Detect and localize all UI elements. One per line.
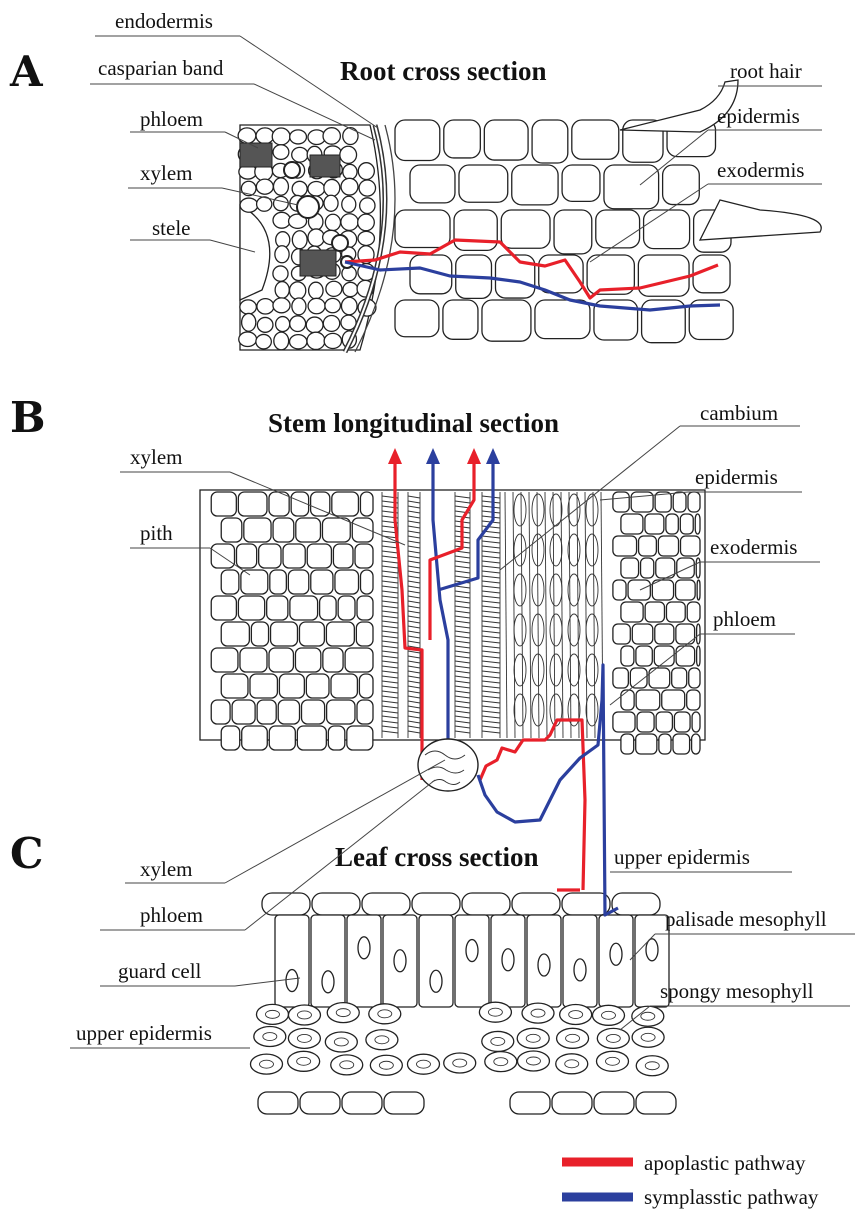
- panel-c-letter: C: [10, 829, 43, 878]
- label-phloem-b: phloem: [713, 607, 776, 631]
- label-xylem-c: xylem: [140, 857, 193, 881]
- panel-b-title: Stem longitudinal section: [268, 408, 559, 438]
- legend: apoplastic pathway symplasstic pathway: [562, 1151, 819, 1209]
- label-endodermis: endodermis: [115, 9, 213, 33]
- label-upper-epidermis-left: upper epidermis: [76, 1021, 212, 1045]
- label-spongy-mesophyll: spongy mesophyll: [660, 979, 814, 1003]
- label-epidermis-a: epidermis: [717, 104, 800, 128]
- panel-a-title: Root cross section: [340, 56, 546, 86]
- label-xylem-b: xylem: [130, 445, 183, 469]
- label-pith: pith: [140, 521, 173, 545]
- legend-symplastic-label: symplasstic pathway: [644, 1185, 819, 1209]
- label-phloem-c: phloem: [140, 903, 203, 927]
- stem-tissue: [200, 490, 705, 754]
- label-xylem-a: xylem: [140, 161, 193, 185]
- label-stele: stele: [152, 216, 190, 240]
- label-root-hair: root hair: [730, 59, 802, 83]
- label-upper-epidermis-right: upper epidermis: [614, 845, 750, 869]
- label-epidermis-b: epidermis: [695, 465, 778, 489]
- label-phloem-a: phloem: [140, 107, 203, 131]
- panel-c-title: Leaf cross section: [335, 842, 538, 872]
- leaf-tissue: [250, 739, 676, 1114]
- label-casparian-band: casparian band: [98, 56, 224, 80]
- label-exodermis-a: exodermis: [717, 158, 804, 182]
- label-guard-cell: guard cell: [118, 959, 202, 983]
- panel-b: B Stem longitudinal section xylem pith: [10, 393, 820, 780]
- panel-a-letter: A: [9, 47, 44, 96]
- legend-apoplastic-label: apoplastic pathway: [644, 1151, 806, 1175]
- label-cambium: cambium: [700, 401, 778, 425]
- label-palisade-mesophyll: palisade mesophyll: [665, 907, 827, 931]
- panel-a: A Root cross section: [9, 9, 822, 352]
- label-exodermis-b: exodermis: [710, 535, 797, 559]
- panel-b-letter: B: [10, 393, 46, 442]
